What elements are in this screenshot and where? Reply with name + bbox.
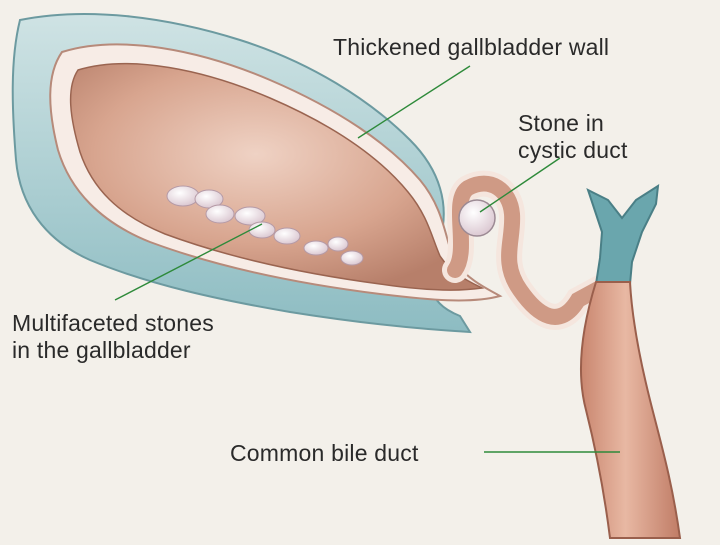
label-stone-cystic-line2: cystic duct: [518, 137, 628, 164]
hepatic-duct-branch: [588, 186, 658, 284]
label-multifaceted-line1: Multifaceted stones: [12, 310, 214, 337]
leader-thickened-wall: [358, 66, 470, 138]
common-bile-duct: [581, 282, 680, 538]
label-common-bile-duct-text: Common bile duct: [230, 440, 419, 467]
label-multifaceted-line2: in the gallbladder: [12, 337, 214, 364]
label-common-bile-duct: Common bile duct: [230, 440, 419, 467]
label-stone-cystic-line1: Stone in: [518, 110, 628, 137]
label-thickened-gallbladder-wall: Thickened gallbladder wall: [333, 34, 609, 61]
label-stone-in-cystic-duct: Stone in cystic duct: [518, 110, 628, 164]
label-multifaceted-stones: Multifaceted stones in the gallbladder: [12, 310, 214, 364]
label-thickened-wall-text: Thickened gallbladder wall: [333, 34, 609, 61]
